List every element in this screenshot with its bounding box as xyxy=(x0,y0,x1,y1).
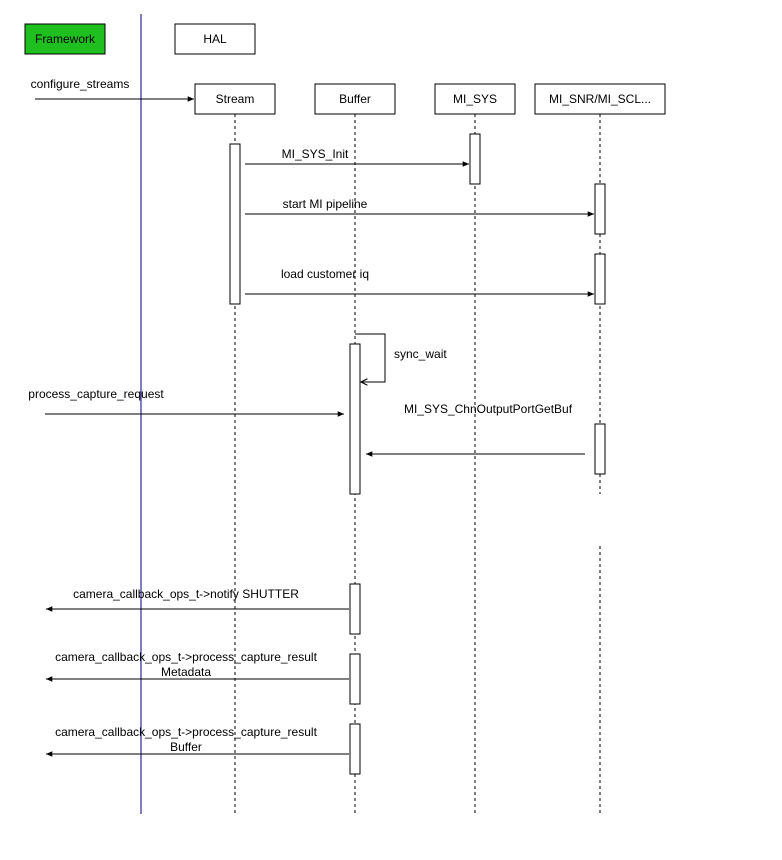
mi-sys-activation xyxy=(469,133,481,185)
hal-label: HAL xyxy=(203,32,227,46)
buffer-activation-buffer xyxy=(349,723,361,775)
message-start-mi-pipeline: start MI pipeline xyxy=(245,197,594,217)
buffer-activation-metadata xyxy=(349,653,361,705)
capture-result-metadata-label: camera_callback_ops_t->process_capture_r… xyxy=(55,650,317,664)
mi-snr-activation-pipeline xyxy=(594,183,606,235)
buffer-box xyxy=(314,83,396,115)
message-capture-result-metadata: camera_callback_ops_t->process_capture_r… xyxy=(46,650,349,682)
start-mi-pipeline-label: start MI pipeline xyxy=(283,197,368,211)
message-notify-shutter: camera_callback_ops_t->notify SHUTTER xyxy=(46,587,349,612)
mi-sys-box xyxy=(434,83,516,115)
mi-snr-activation-iq xyxy=(594,253,606,305)
participant-mi-snr: MI_SNR/MI_SCL... xyxy=(534,83,666,115)
stream-label: Stream xyxy=(216,92,255,106)
message-capture-result-buffer: camera_callback_ops_t->process_capture_r… xyxy=(46,725,349,757)
message-load-customer-iq: load customer iq xyxy=(245,267,594,297)
stream-box xyxy=(194,83,276,115)
mi-sys-label: MI_SYS xyxy=(453,92,497,106)
message-chn-output-port-get-buf: MI_SYS_ChnOutputPortGetBuf xyxy=(366,402,585,457)
participant-stream: Stream xyxy=(194,83,276,115)
capture-result-buffer-label: camera_callback_ops_t->process_capture_r… xyxy=(55,725,317,739)
message-mi-sys-init: MI_SYS_Init xyxy=(245,147,469,167)
framework-label: Framework xyxy=(35,32,96,46)
sync-wait-arrow xyxy=(355,333,386,382)
process-capture-request-label: process_capture_request xyxy=(28,387,164,401)
notify-shutter-label: camera_callback_ops_t->notify SHUTTER xyxy=(73,587,299,601)
stream-activation xyxy=(229,143,241,305)
participant-mi-sys: MI_SYS xyxy=(434,83,516,115)
chn-output-port-get-buf-label: MI_SYS_ChnOutputPortGetBuf xyxy=(404,402,573,416)
hal-participant: HAL xyxy=(174,23,256,55)
hal-box xyxy=(174,23,256,55)
message-process-capture-request: process_capture_request xyxy=(28,387,344,417)
mi-snr-label: MI_SNR/MI_SCL... xyxy=(549,92,651,106)
participant-buffer: Buffer xyxy=(314,83,396,115)
framework-box xyxy=(24,23,106,55)
buffer-activation-shutter xyxy=(349,583,361,635)
capture-result-metadata-sublabel: Metadata xyxy=(161,665,211,679)
buffer-activation-main xyxy=(349,343,361,495)
mi-sys-init-label: MI_SYS_Init xyxy=(282,147,349,161)
message-sync-wait: sync_wait xyxy=(355,333,447,382)
load-customer-iq-label: load customer iq xyxy=(281,267,369,281)
mi-snr-box xyxy=(534,83,666,115)
mi-snr-activation-getbuf xyxy=(594,423,606,475)
message-configure-streams: configure_streams xyxy=(31,77,194,102)
buffer-label: Buffer xyxy=(339,92,371,106)
framework-participant: Framework xyxy=(24,23,106,55)
capture-result-buffer-sublabel: Buffer xyxy=(170,740,202,754)
configure-streams-label: configure_streams xyxy=(31,77,130,91)
sync-wait-label: sync_wait xyxy=(394,347,447,361)
